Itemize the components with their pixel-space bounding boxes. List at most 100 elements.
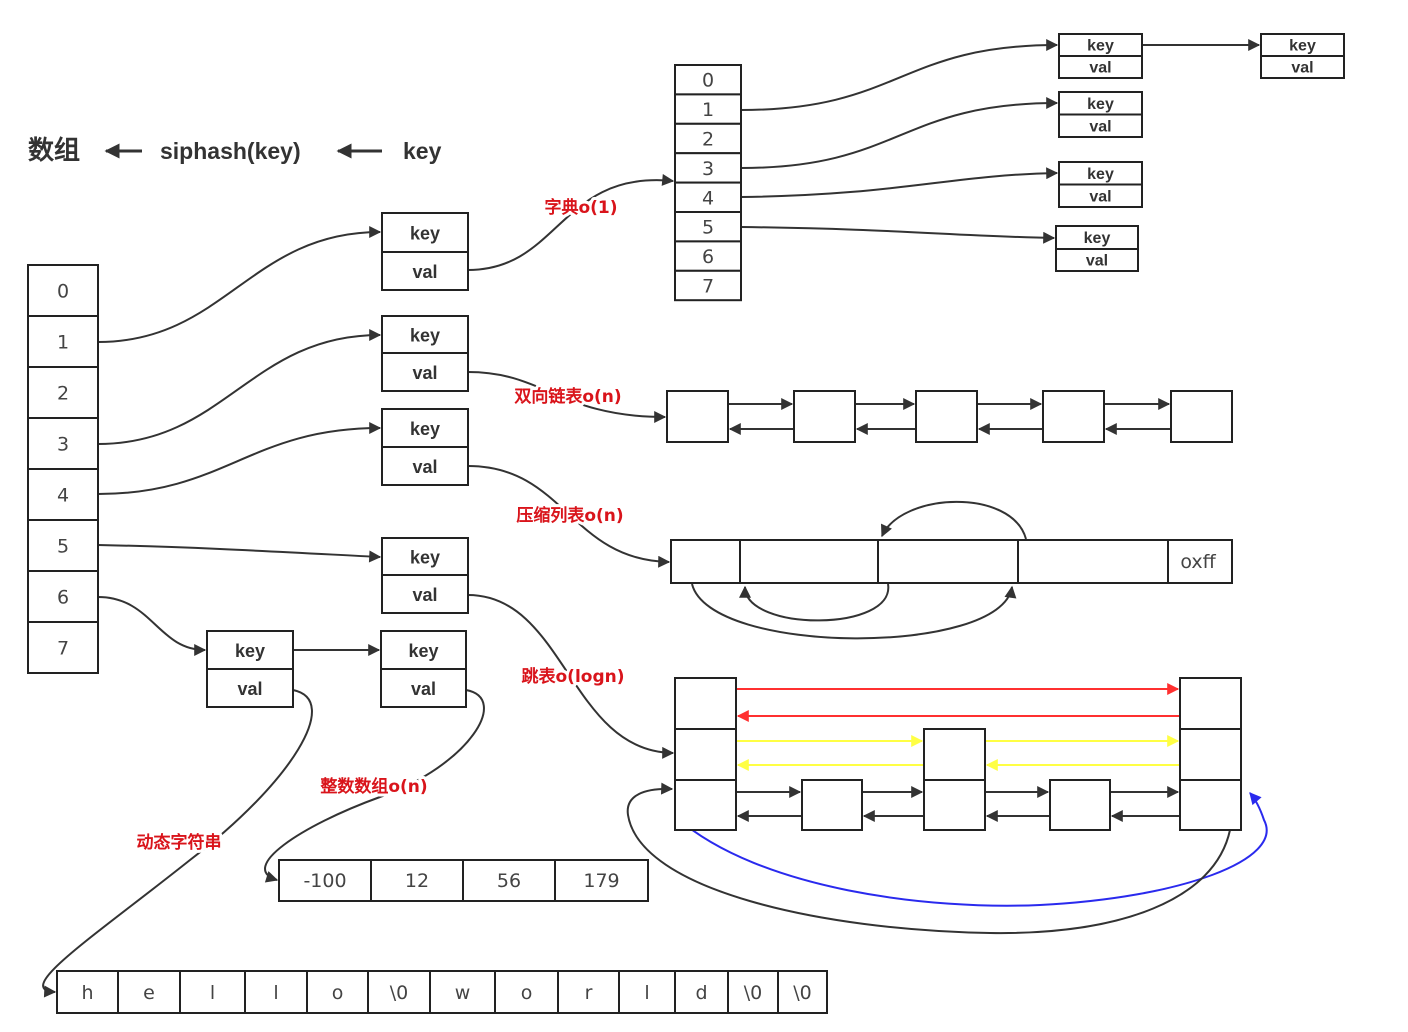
sds-char-cell: w bbox=[429, 970, 496, 1014]
level-1-cell bbox=[674, 779, 737, 831]
sds-char-cell: \0 bbox=[777, 970, 828, 1014]
skiplist bbox=[674, 677, 1242, 831]
sds-char: o bbox=[521, 982, 533, 1004]
arrow-cell5-to-entry bbox=[97, 544, 382, 563]
cell-border bbox=[674, 181, 742, 214]
key-text: key bbox=[1087, 96, 1114, 113]
val-cell bbox=[1058, 113, 1143, 138]
cell-border bbox=[27, 315, 99, 368]
arrow-dict1-to-entry bbox=[740, 39, 1059, 111]
val-text: val bbox=[411, 679, 436, 699]
ziplist-entry bbox=[1017, 539, 1169, 584]
cell-index: 5 bbox=[702, 217, 714, 239]
val-cell bbox=[1055, 248, 1139, 272]
val-text: val bbox=[1291, 60, 1313, 77]
intset-label: 整数数组o(n) bbox=[320, 776, 427, 797]
list-node bbox=[793, 390, 856, 443]
prevlen-back-arrow bbox=[739, 583, 890, 622]
main-array-cell: 0 bbox=[27, 264, 99, 317]
level-3-cell bbox=[1179, 677, 1242, 730]
skiplist-head-node bbox=[674, 677, 737, 831]
sds-char: e bbox=[143, 982, 155, 1004]
level-1-cell bbox=[923, 779, 986, 831]
cell-border bbox=[462, 859, 556, 902]
main-array-cell: 7 bbox=[27, 621, 99, 674]
dict-array-cell: 7 bbox=[674, 269, 742, 302]
cell-index: 2 bbox=[702, 129, 714, 151]
intset-value: 179 bbox=[583, 870, 619, 892]
sds-char: l bbox=[210, 982, 215, 1004]
sds-char: l bbox=[273, 982, 278, 1004]
val-text: val bbox=[1089, 188, 1111, 205]
sds-char: \0 bbox=[793, 982, 812, 1004]
arrow-cell6-to-entry bbox=[97, 596, 207, 656]
skiplist-node bbox=[1049, 779, 1111, 831]
skiplist-node bbox=[801, 779, 863, 831]
val-cell bbox=[381, 574, 469, 614]
linked-list bbox=[666, 390, 1233, 443]
ziplist-entry bbox=[670, 539, 741, 584]
val-cell bbox=[381, 446, 469, 486]
cell-index: 7 bbox=[702, 276, 714, 298]
cell-border bbox=[306, 970, 369, 1014]
ziplist-label: 压缩列表o(n) bbox=[516, 505, 623, 526]
cell-border bbox=[674, 93, 742, 125]
cell-index: 3 bbox=[702, 158, 714, 180]
cell-border bbox=[27, 519, 99, 572]
sds-char: w bbox=[455, 982, 471, 1004]
key-cell bbox=[381, 212, 469, 253]
list-node bbox=[666, 390, 729, 443]
main-array-cell: 5 bbox=[27, 519, 99, 572]
cell-border bbox=[56, 970, 119, 1014]
val-cell bbox=[1058, 183, 1143, 208]
val-text: val bbox=[412, 262, 437, 282]
level-2-cell bbox=[1179, 728, 1242, 781]
cell-border bbox=[554, 859, 649, 902]
sds-label: 动态字符串 bbox=[137, 832, 222, 853]
val-cell bbox=[381, 251, 469, 291]
key-label: key bbox=[403, 138, 442, 164]
key-text: key bbox=[1084, 230, 1111, 247]
cell-border bbox=[244, 970, 308, 1014]
level-2-cell bbox=[923, 728, 986, 781]
key-text: key bbox=[1087, 166, 1114, 183]
cell-border bbox=[367, 970, 431, 1014]
hash-header: 数组 siphash(key) key bbox=[28, 135, 442, 166]
cell-border bbox=[370, 859, 464, 902]
ziplist-end-marker: oxff bbox=[1180, 551, 1216, 573]
dict-array-cell: 4 bbox=[674, 181, 742, 214]
sds-char-cell: l bbox=[244, 970, 308, 1014]
cell-index: 6 bbox=[57, 587, 69, 609]
val-text: val bbox=[412, 457, 437, 477]
val-text: val bbox=[412, 363, 437, 383]
ziplist-entry bbox=[877, 539, 1019, 584]
array-title: 数组 bbox=[28, 135, 80, 166]
cell-border bbox=[674, 152, 742, 184]
cell-index: 7 bbox=[57, 638, 69, 660]
key-text: key bbox=[410, 224, 440, 244]
cell-border bbox=[117, 970, 181, 1014]
cell-border bbox=[618, 970, 676, 1014]
intset-cell: 56 bbox=[462, 859, 556, 902]
val-cell bbox=[381, 352, 469, 392]
head-to-tail-arrow bbox=[676, 792, 1268, 907]
dict-array-cell: 5 bbox=[674, 211, 742, 243]
cell-border bbox=[777, 970, 828, 1014]
skiplist-label: 跳表o(logn) bbox=[522, 666, 625, 687]
hash-function-label: siphash(key) bbox=[160, 138, 301, 164]
cell-border bbox=[674, 122, 742, 155]
list-node bbox=[1042, 390, 1105, 443]
cell-index: 6 bbox=[702, 246, 714, 268]
arrow-to-intset bbox=[264, 689, 485, 883]
key-text: key bbox=[1289, 38, 1316, 55]
structure-labels: 字典o(1) 双向链表o(n) 压缩列表o(n) 跳表o(logn) 整数数组o… bbox=[134, 194, 628, 856]
intset-cell: 179 bbox=[554, 859, 649, 902]
arrow-to-linked-list bbox=[467, 371, 667, 423]
level-3-cell bbox=[674, 677, 737, 730]
